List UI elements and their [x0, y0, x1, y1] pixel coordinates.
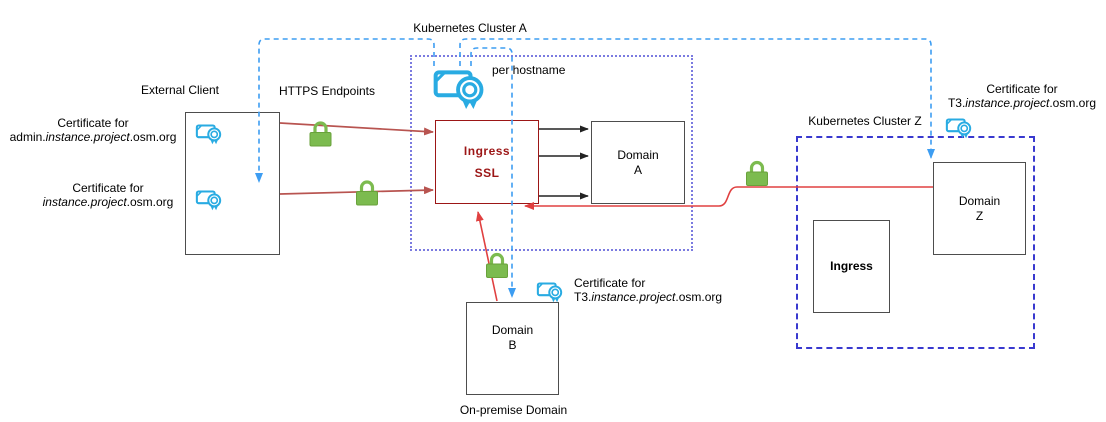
certificate-label-instance-client: Certificate for instance.project.osm.org [22, 181, 194, 209]
certificate-icon [536, 282, 563, 303]
domain-b-label: Domain [491, 323, 534, 337]
domain-z-node: Domain Z [933, 162, 1026, 255]
domain-b-label2: B [508, 338, 517, 352]
on-premise-domain-label: On-premise Domain [459, 403, 568, 417]
lock-icon [746, 160, 768, 186]
cluster-z-label: Kubernetes Cluster Z [808, 114, 922, 128]
ingress-z-label: Ingress [830, 259, 873, 273]
certificate-domain: instance.project.osm.org [42, 195, 174, 209]
certificate-label-t3-domain-z: Certificate for T3.instance.project.osm.… [940, 82, 1104, 110]
domain-a-label: Domain [617, 147, 659, 162]
domain-a-node: Domain A [591, 121, 685, 204]
lock-icon [486, 252, 508, 278]
lock-icon [356, 180, 378, 206]
ingress-ssl-label: Ingress [463, 144, 511, 158]
certificate-domain: T3.instance.project.osm.org [947, 96, 1097, 110]
domain-a-label2: A [633, 162, 642, 177]
certificate-title: Certificate for [72, 181, 144, 195]
https-endpoints-label: HTTPS Endpoints [278, 84, 376, 98]
certificate-label-t3-domain-b: Certificate for T3.instance.project.osm.… [574, 276, 744, 304]
cluster-a-label: Kubernetes Cluster A [413, 21, 527, 35]
ingress-ssl-label2: SSL [474, 166, 500, 180]
certificate-domain: T3.instance.project.osm.org [574, 290, 723, 304]
lock-icon [309, 121, 332, 147]
certificate-title: Certificate for [574, 276, 646, 290]
per-hostname-label: per hostname [492, 63, 566, 77]
certificate-title: Certificate for [57, 116, 129, 130]
certificate-label-admin-client: Certificate for admin.instance.project.o… [2, 116, 184, 144]
domain-z-label: Domain [958, 193, 1001, 208]
ingress-ssl-node: Ingress SSL [435, 120, 539, 204]
external-client-box [185, 112, 280, 255]
external-client-label: External Client [140, 83, 220, 97]
domain-b-node: Domain B [466, 302, 559, 395]
certificate-domain: admin.instance.project.osm.org [9, 130, 177, 144]
cert-connector-to-external-client [255, 38, 435, 183]
domain-z-label2: Z [975, 208, 984, 223]
certificate-title: Certificate for [986, 82, 1058, 96]
ingress-z-node: Ingress [813, 220, 890, 313]
